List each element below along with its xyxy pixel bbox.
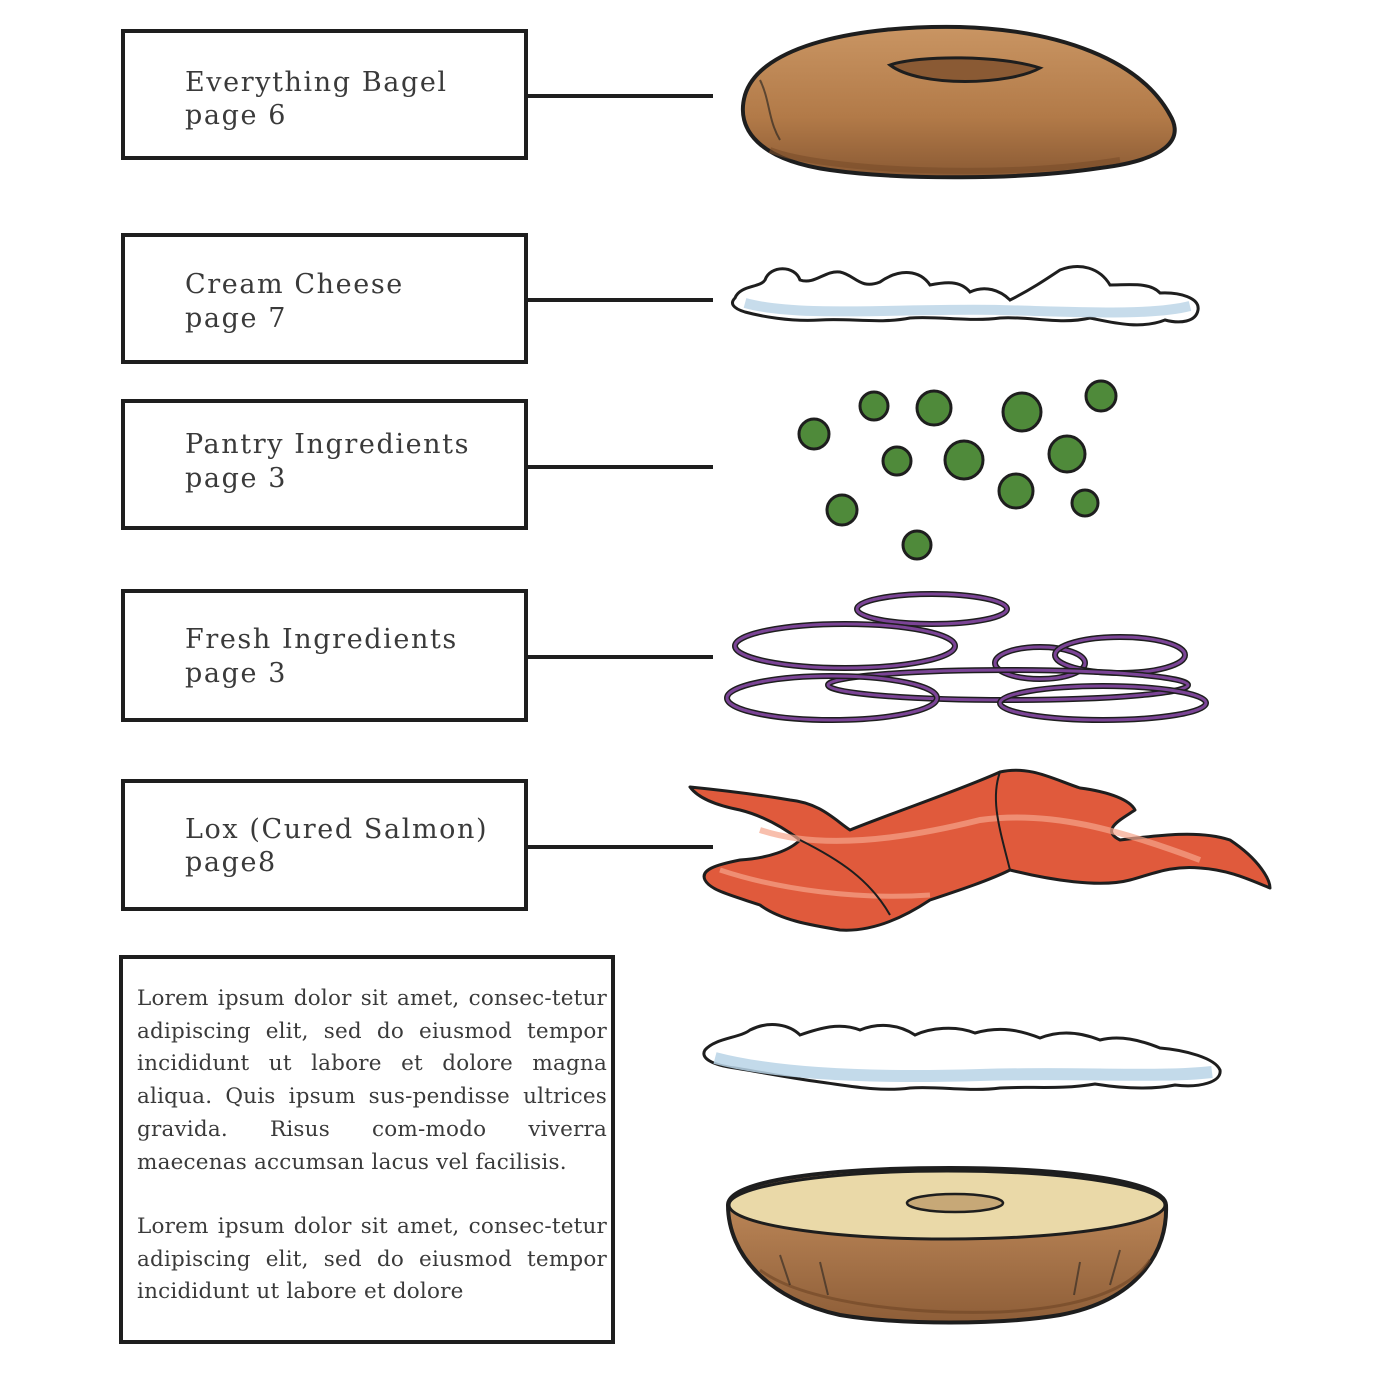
description-box: Lorem ipsum dolor sit amet, consec-tetur… [119, 955, 615, 1344]
layer-title: Fresh Ingredients [185, 624, 458, 655]
layer-page: page 7 [185, 303, 288, 334]
layer-title: Pantry Ingredients [185, 429, 471, 460]
label-box-pantry-ingredients: Pantry Ingredients page 3 [121, 399, 528, 530]
connector-line [528, 298, 713, 302]
cream-cheese-bottom-drawing [702, 1023, 1222, 1091]
description-paragraph-2: Lorem ipsum dolor sit amet, consec-tetur… [137, 1214, 607, 1305]
connector-line [528, 845, 713, 849]
connector-line [528, 465, 713, 469]
lox-drawing [688, 768, 1272, 932]
layer-title: Everything Bagel [185, 67, 448, 98]
label-box-cream-cheese: Cream Cheese page 7 [121, 233, 528, 364]
layer-title: Cream Cheese [185, 269, 404, 300]
layer-page: page8 [185, 847, 277, 878]
label-box-fresh-ingredients: Fresh Ingredients page 3 [121, 589, 528, 722]
description-paragraph-1: Lorem ipsum dolor sit amet, consec-tetur… [137, 986, 607, 1175]
layer-title: Lox (Cured Salmon) [185, 814, 489, 845]
bagel-bottom-drawing [725, 1165, 1169, 1325]
label-box-everything-bagel: Everything Bagel page 6 [121, 29, 528, 160]
connector-line [528, 94, 713, 98]
capers-drawing [797, 379, 1118, 561]
bagel-top-drawing [740, 24, 1177, 180]
onion-rings-drawing [724, 591, 1209, 723]
layer-page: page 6 [185, 100, 288, 131]
layer-page: page 3 [185, 658, 288, 689]
layer-page: page 3 [185, 463, 288, 494]
connector-line [528, 655, 713, 659]
cream-cheese-top-drawing [731, 265, 1200, 327]
label-box-lox: Lox (Cured Salmon) page8 [121, 779, 528, 911]
